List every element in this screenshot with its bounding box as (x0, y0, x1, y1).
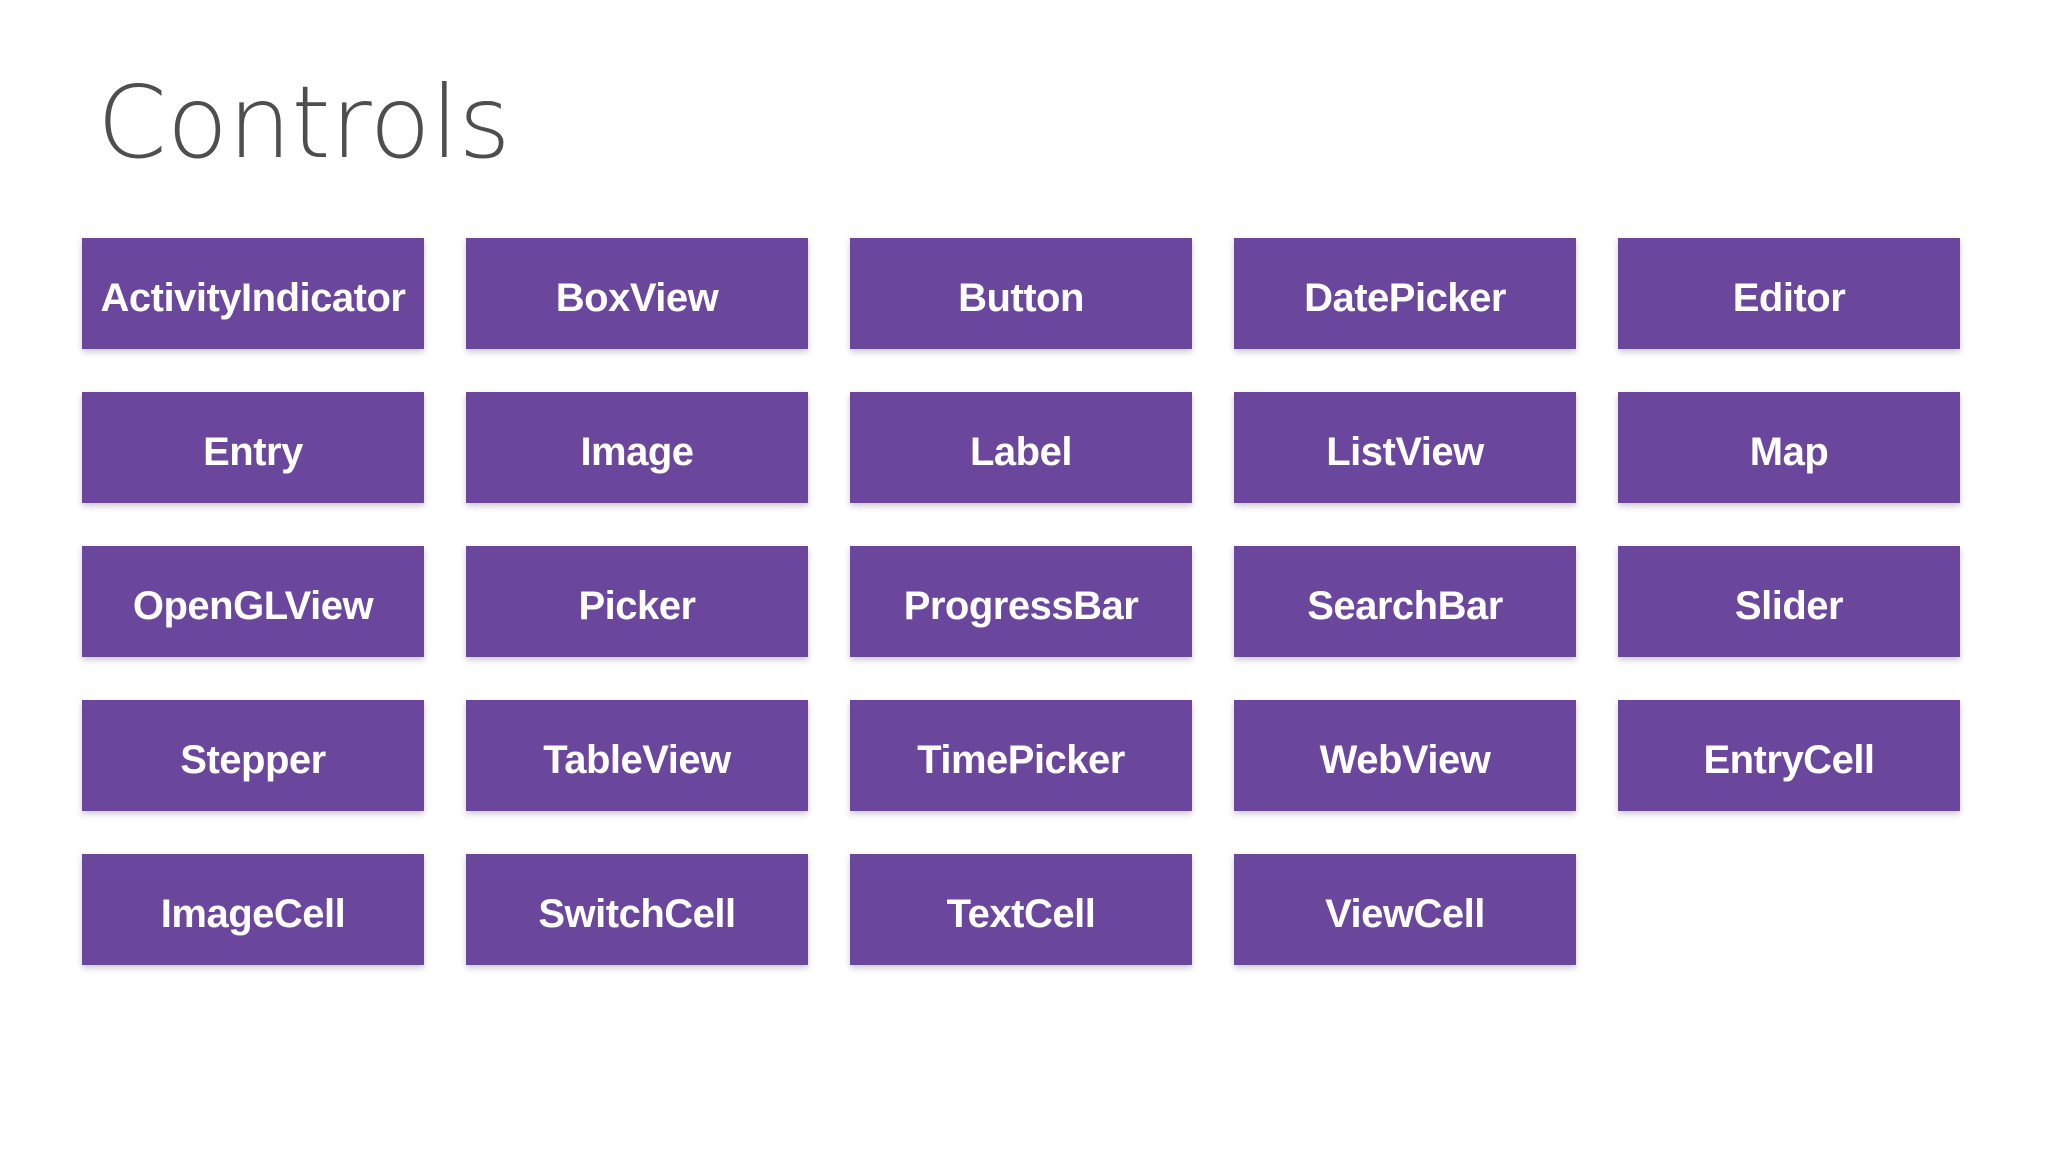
control-tile-label: Image (580, 429, 694, 474)
control-tile-label: Editor (1732, 275, 1846, 320)
control-tile-activityindicator[interactable]: ActivityIndicator (82, 238, 424, 349)
control-tile-label: BoxView (555, 275, 719, 320)
control-tile-label: Label (970, 429, 1072, 474)
control-tile-label: Slider (1734, 583, 1844, 628)
control-tile-map[interactable]: Map (1618, 392, 1960, 503)
control-tile-label: ImageCell (160, 891, 346, 936)
control-tile-boxview[interactable]: BoxView (466, 238, 808, 349)
control-tile-label: TextCell (946, 891, 1096, 936)
control-tile-label: TableView (543, 737, 731, 782)
control-tile-timepicker[interactable]: TimePicker (850, 700, 1192, 811)
controls-grid: ActivityIndicator BoxView Button DatePicker… (82, 238, 1960, 965)
control-tile-label: WebView (1319, 737, 1491, 782)
control-tile-label: ActivityIndicator (100, 275, 406, 320)
control-tile-label: Stepper (180, 737, 326, 782)
control-tile-tableview[interactable]: TableView (466, 700, 808, 811)
control-tile-label: ListView (1326, 429, 1484, 474)
control-tile-label[interactable]: Label (850, 392, 1192, 503)
control-tile-entrycell[interactable]: EntryCell (1618, 700, 1960, 811)
control-tile-imagecell[interactable]: ImageCell (82, 854, 424, 965)
control-tile-openglview[interactable]: OpenGLView (82, 546, 424, 657)
control-tile-listview[interactable]: ListView (1234, 392, 1576, 503)
control-tile-label: SwitchCell (538, 891, 736, 936)
control-tile-button[interactable]: Button (850, 238, 1192, 349)
control-tile-image[interactable]: Image (466, 392, 808, 503)
control-tile-webview[interactable]: WebView (1234, 700, 1576, 811)
control-tile-label: OpenGLView (132, 583, 374, 628)
control-tile-label: DatePicker (1304, 275, 1506, 320)
control-tile-switchcell[interactable]: SwitchCell (466, 854, 808, 965)
control-tile-label: TimePicker (917, 737, 1125, 782)
control-tile-label: EntryCell (1703, 737, 1875, 782)
control-tile-searchbar[interactable]: SearchBar (1234, 546, 1576, 657)
control-tile-stepper[interactable]: Stepper (82, 700, 424, 811)
control-tile-slider[interactable]: Slider (1618, 546, 1960, 657)
control-tile-label: SearchBar (1307, 583, 1503, 628)
control-tile-label: ProgressBar (903, 583, 1139, 628)
page-title: Controls (97, 64, 511, 181)
control-tile-textcell[interactable]: TextCell (850, 854, 1192, 965)
control-tile-editor[interactable]: Editor (1618, 238, 1960, 349)
control-tile-label: ViewCell (1325, 891, 1485, 936)
control-tile-label: Picker (578, 583, 696, 628)
control-tile-viewcell[interactable]: ViewCell (1234, 854, 1576, 965)
control-tile-entry[interactable]: Entry (82, 392, 424, 503)
control-tile-picker[interactable]: Picker (466, 546, 808, 657)
control-tile-label: Map (1749, 429, 1829, 474)
control-tile-label: Button (958, 275, 1084, 320)
control-tile-datepicker[interactable]: DatePicker (1234, 238, 1576, 349)
control-tile-label: Entry (203, 429, 303, 474)
control-tile-progressbar[interactable]: ProgressBar (850, 546, 1192, 657)
